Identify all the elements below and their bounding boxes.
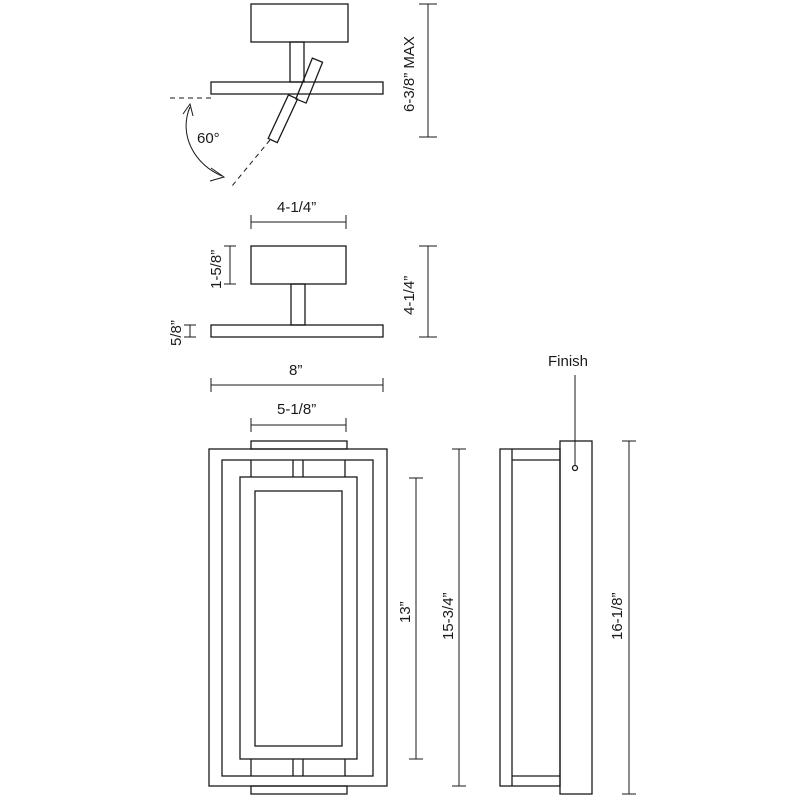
angle-arrow-bottom bbox=[209, 167, 226, 182]
inner-width-dimension: 5-1/8” bbox=[250, 401, 347, 432]
plate-thickness-label: 5/8” bbox=[168, 320, 185, 346]
front-view bbox=[208, 440, 388, 795]
inner-width-label: 5-1/8” bbox=[277, 401, 316, 418]
plate-thickness-dimension: 5/8” bbox=[168, 320, 196, 346]
finish-marker bbox=[571, 464, 579, 472]
side-canopy bbox=[250, 245, 347, 285]
side-plate bbox=[210, 324, 384, 338]
canopy-height-label: 1-5/8” bbox=[208, 250, 225, 289]
overall-height-dimension: 16-1/8” bbox=[609, 440, 636, 795]
max-projection-label: 6-3/8” MAX bbox=[401, 36, 418, 112]
inner-height-dimension: 13” bbox=[397, 477, 423, 760]
angle-label: 60° bbox=[197, 130, 220, 147]
profile-frame bbox=[499, 448, 561, 787]
swivel-canopy bbox=[250, 3, 349, 43]
swivel-ref-line-angled bbox=[231, 139, 271, 187]
angle-arrow-top bbox=[182, 102, 194, 117]
front-inner-frame bbox=[239, 476, 358, 760]
swivel-stem bbox=[289, 41, 305, 83]
profile-view: Finish bbox=[499, 353, 593, 795]
inner-height-label: 13” bbox=[397, 601, 414, 623]
front-outer-frame bbox=[208, 448, 388, 787]
front-top-cap bbox=[250, 440, 348, 450]
overall-width-dimension: 8” bbox=[210, 362, 384, 392]
angle-arc bbox=[185, 106, 223, 177]
frame-height-dimension: 15-3/4” bbox=[440, 448, 466, 787]
front-diffuser-panel bbox=[254, 490, 343, 747]
front-frame-band bbox=[221, 459, 374, 777]
total-depth-dimension: 4-1/4” bbox=[401, 245, 437, 338]
frame-height-label: 15-3/4” bbox=[440, 592, 457, 640]
finish-label: Finish bbox=[548, 353, 588, 370]
side-view bbox=[210, 245, 384, 338]
max-projection-dimension: 6-3/8” MAX bbox=[401, 3, 437, 138]
swivel-upper-arm bbox=[295, 57, 324, 104]
canopy-height-dimension: 1-5/8” bbox=[208, 245, 236, 289]
total-depth-label: 4-1/4” bbox=[401, 276, 418, 315]
side-stem bbox=[290, 283, 306, 326]
front-bottom-cap bbox=[250, 785, 348, 795]
overall-width-label: 8” bbox=[289, 362, 302, 379]
swivel-plate bbox=[210, 81, 384, 95]
swivel-lower-arm bbox=[267, 94, 299, 144]
canopy-width-label: 4-1/4” bbox=[277, 199, 316, 216]
swivel-view: 60° bbox=[170, 3, 384, 187]
overall-height-label: 16-1/8” bbox=[609, 592, 626, 640]
canopy-width-dimension: 4-1/4” bbox=[250, 199, 347, 229]
profile-backplate bbox=[559, 440, 593, 795]
